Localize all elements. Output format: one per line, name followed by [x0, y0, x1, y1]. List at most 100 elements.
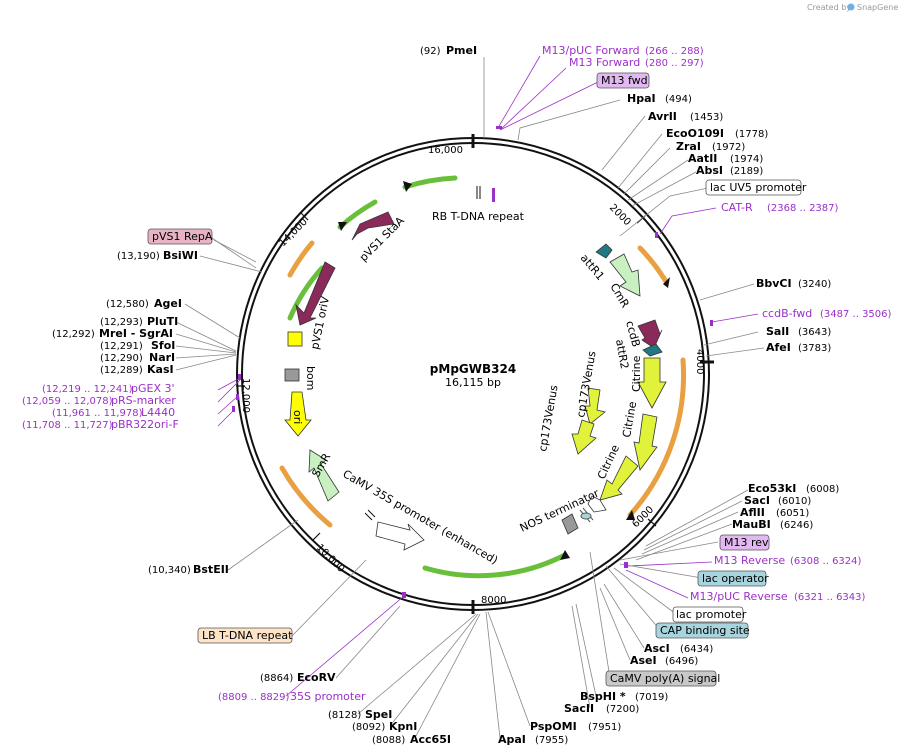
attr1-marker	[595, 243, 613, 259]
box-label: lac operator	[702, 572, 769, 585]
enzyme-name[interactable]: SacII	[564, 702, 594, 715]
enzyme-position: (3783)	[798, 343, 831, 354]
enzyme-position: (12,580)	[106, 299, 149, 310]
plasmid-name: pMpGWB324	[430, 362, 516, 376]
primer-leader-lines	[217, 55, 759, 697]
enzyme-position: (1972)	[712, 142, 745, 153]
feature-label-ori: ori	[291, 410, 304, 424]
enzyme-name[interactable]: MreI - SgrAI	[99, 327, 173, 340]
enzyme-position: (1453)	[690, 112, 723, 123]
feature-label-citrine-2: Citrine	[620, 400, 639, 438]
box-label: LB T-DNA repeat	[202, 629, 293, 642]
feature-leader-lines	[213, 187, 719, 679]
primer-name[interactable]: CAT-R	[721, 201, 753, 214]
feature-label-camv35s: CaMV 35S promoter (enhanced)	[341, 467, 501, 567]
enzyme-name[interactable]: PluTI	[147, 315, 178, 328]
tick-label: 12,000	[240, 378, 251, 413]
smr-arrow	[308, 449, 340, 502]
cp173venus-arrow-2	[571, 419, 597, 455]
citrine-arrow-1	[637, 357, 667, 409]
enzyme-name[interactable]: MauBI	[732, 518, 771, 531]
enzyme-name[interactable]: AflII	[740, 506, 765, 519]
box-label: pVS1 RepA	[152, 230, 213, 243]
t-dna-repeat-marks	[364, 186, 481, 521]
enzyme-name[interactable]: BbvCI	[756, 277, 792, 290]
enzyme-labels: (92) PmeI HpaI (494) AvrII (1453) EcoO10…	[52, 44, 839, 746]
enzyme-position: (7019)	[635, 692, 668, 703]
primer-name[interactable]: L4440	[141, 406, 175, 419]
ori-arrow	[284, 391, 312, 437]
primer-name[interactable]: pGEX 3'	[131, 382, 175, 395]
primer-labels: M13/pUC Forward (266 .. 288) M13 Forward…	[22, 44, 892, 703]
enzyme-name[interactable]: ZraI	[676, 140, 701, 153]
enzyme-name[interactable]: BstEII	[193, 563, 229, 576]
camv-polya-signal-box[interactable]	[605, 670, 717, 687]
enzyme-name[interactable]: AatII	[688, 152, 717, 165]
enzyme-name[interactable]: Acc65I	[410, 733, 451, 746]
primer-name[interactable]: M13 Forward	[569, 56, 640, 69]
feature-label-cp173venus-2: cp173Venus	[536, 384, 561, 453]
box-label: lac UV5 promoter	[710, 181, 807, 194]
enzyme-position: (7200)	[606, 704, 639, 715]
enzyme-name[interactable]: BspHI *	[580, 690, 626, 703]
plasmid-size: 16,115 bp	[445, 376, 501, 389]
primer-name[interactable]: ccdB-fwd	[762, 307, 812, 320]
primer-name[interactable]: 35S promoter	[290, 690, 366, 703]
primer-range: (11,708 .. 11,727)	[22, 420, 113, 431]
enzyme-name[interactable]: NarI	[149, 351, 175, 364]
snapgene-logo-icon	[847, 3, 855, 11]
enzyme-name[interactable]: SfoI	[151, 339, 175, 352]
box-label: lac promoter	[676, 608, 747, 621]
watermark-brand: SnapGene	[857, 3, 898, 12]
tick-label: 2000	[607, 202, 633, 228]
cp173venus-arrow-1	[584, 387, 606, 425]
primer-name[interactable]: M13/pUC Forward	[542, 44, 640, 57]
enzyme-name[interactable]: AgeI	[154, 297, 182, 310]
primer-range: (12,219 .. 12,241)	[42, 384, 133, 395]
enzyme-name[interactable]: SacI	[744, 494, 770, 507]
enzyme-name[interactable]: Eco53kI	[748, 482, 796, 495]
enzyme-name[interactable]: ApaI	[498, 733, 526, 746]
citrine-arrow-2	[633, 413, 658, 471]
bom-marker	[284, 368, 300, 382]
enzyme-position: (6496)	[665, 656, 698, 667]
lac-promoter-box[interactable]	[672, 606, 744, 623]
lac-operator-box[interactable]	[697, 570, 767, 587]
enzyme-position: (1974)	[730, 154, 763, 165]
enzyme-name[interactable]: BsiWI	[163, 249, 198, 262]
primer-range: (6308 .. 6324)	[790, 556, 862, 567]
m13-fwd-box[interactable]	[596, 72, 650, 89]
primer-name[interactable]: pRS-marker	[111, 394, 176, 407]
enzyme-name[interactable]: PspOMI	[530, 720, 577, 733]
enzyme-position: (494)	[665, 94, 692, 105]
feature-label-attr2: attR2	[613, 338, 631, 370]
primer-name[interactable]: M13 Reverse	[714, 554, 785, 567]
enzyme-name[interactable]: KpnI	[389, 720, 417, 733]
enzyme-position: (3643)	[798, 327, 831, 338]
enzyme-position: (10,340)	[148, 565, 191, 576]
enzyme-name[interactable]: PmeI	[446, 44, 477, 57]
pvs1-repa-box[interactable]	[147, 228, 213, 245]
enzyme-name[interactable]: EcoO109I	[666, 127, 724, 140]
primer-markers	[232, 126, 713, 598]
enzyme-name[interactable]: HpaI	[627, 92, 656, 105]
nos-terminator-arrow	[587, 495, 607, 513]
box-label: CaMV poly(A) signal	[610, 672, 720, 685]
m13-rev-box[interactable]	[719, 534, 770, 551]
enzyme-name[interactable]: AfeI	[766, 341, 791, 354]
lb-t-dna-repeat-box[interactable]	[197, 627, 293, 644]
enzyme-name[interactable]: AvrII	[648, 110, 677, 123]
primer-name[interactable]: M13/pUC Reverse	[690, 590, 788, 603]
lac-uv5-promoter-box[interactable]	[705, 179, 802, 196]
enzyme-position: (6434)	[680, 644, 713, 655]
enzyme-name[interactable]: AscI	[644, 642, 670, 655]
primer-name[interactable]: pBR322ori-F	[111, 418, 179, 431]
enzyme-name[interactable]: SpeI	[365, 708, 392, 721]
enzyme-name[interactable]: EcoRV	[297, 671, 336, 684]
enzyme-name[interactable]: SalI	[766, 325, 789, 338]
enzyme-name[interactable]: KasI	[147, 363, 174, 376]
enzyme-name[interactable]: AbsI	[696, 164, 723, 177]
enzyme-name[interactable]: AseI	[630, 654, 657, 667]
cap-binding-site-box[interactable]	[655, 622, 749, 639]
